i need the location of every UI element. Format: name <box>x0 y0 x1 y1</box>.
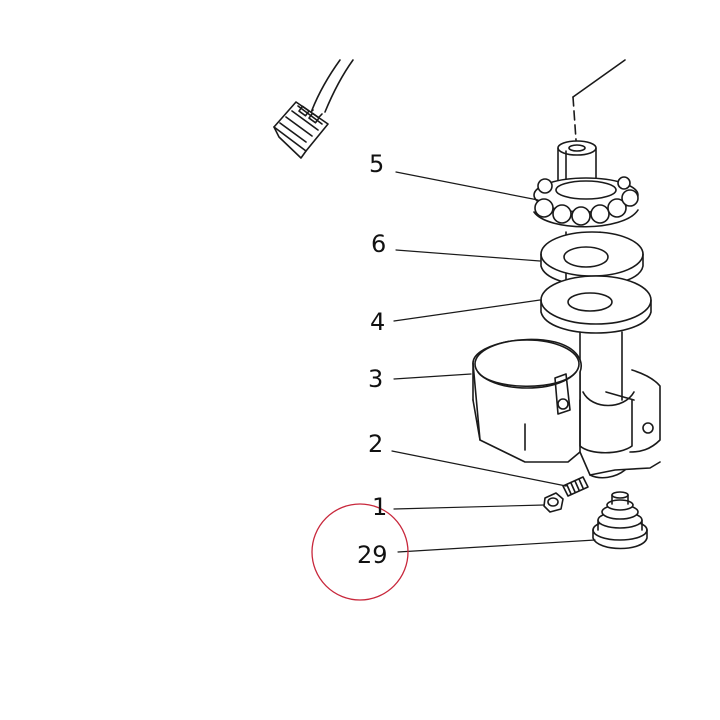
center-axis <box>572 59 626 141</box>
highlight-circle <box>311 503 409 601</box>
under-bracket <box>472 338 661 479</box>
leader-4 <box>393 299 541 322</box>
callout-29: 29 <box>357 541 388 569</box>
callout-5: 5 <box>369 150 385 178</box>
leader-5 <box>395 171 539 201</box>
leader-2 <box>391 450 567 487</box>
plug-29 <box>592 491 648 550</box>
screw-2 <box>562 476 589 497</box>
callout-1: 1 <box>372 493 388 521</box>
nut-1 <box>543 492 564 513</box>
leader-3 <box>393 373 472 380</box>
leader-29 <box>397 539 596 553</box>
leader-lines <box>391 171 596 553</box>
leader-1 <box>393 504 545 510</box>
callout-6: 6 <box>371 230 387 258</box>
wire-harness-connector <box>273 59 354 159</box>
callout-4: 4 <box>370 308 386 336</box>
ball-bearing <box>533 176 639 228</box>
leader-6 <box>395 249 541 262</box>
callout-3: 3 <box>368 365 384 393</box>
seal-4 <box>540 275 652 334</box>
callout-2: 2 <box>368 430 384 458</box>
